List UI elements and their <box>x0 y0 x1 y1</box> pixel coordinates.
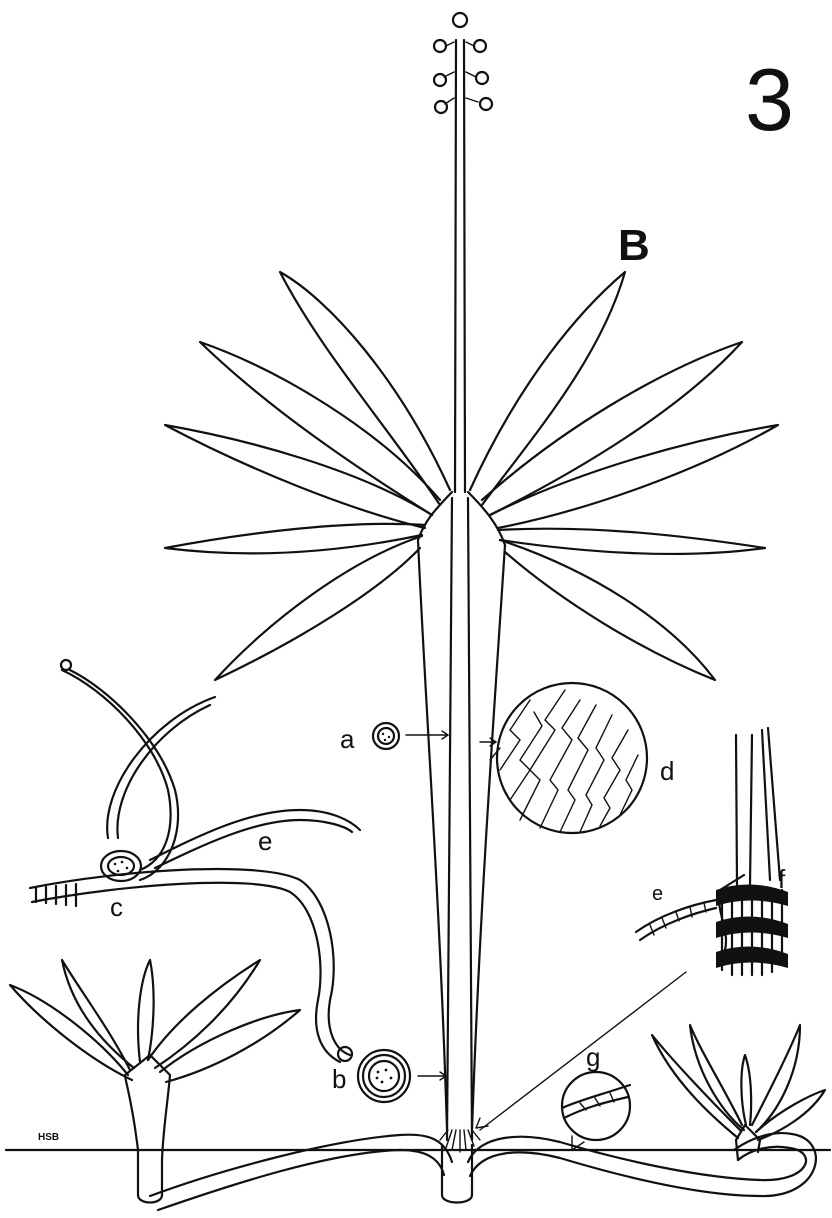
label-e-lower: e <box>652 883 663 905</box>
panel-label: B <box>618 221 650 270</box>
small-plant-left <box>10 960 300 1203</box>
label-e-upper: e <box>258 826 272 856</box>
figure-number: 3 <box>745 50 794 149</box>
detail-roots-c-e <box>30 660 360 1062</box>
severed-root-e <box>636 900 716 940</box>
label-d: d <box>660 756 674 786</box>
label-a: a <box>340 724 355 754</box>
label-c: c <box>110 892 123 922</box>
stolon <box>150 1133 816 1210</box>
label-f: f <box>778 864 786 894</box>
artist-initials: HSB <box>38 1132 59 1143</box>
leaf-rosette-left <box>165 272 450 680</box>
label-g: g <box>586 1042 600 1072</box>
root-tip-detail-g <box>476 972 686 1150</box>
label-b: b <box>332 1064 346 1094</box>
root-base-detail-f <box>716 728 788 975</box>
cross-section-a <box>373 723 448 749</box>
venation-detail-d <box>480 683 647 833</box>
leaf-sheath <box>418 492 505 1130</box>
leaf-rosette-right <box>470 272 778 680</box>
main-stalk <box>442 40 472 1203</box>
cross-section-b <box>358 1050 446 1102</box>
small-plant-right <box>652 1025 825 1160</box>
